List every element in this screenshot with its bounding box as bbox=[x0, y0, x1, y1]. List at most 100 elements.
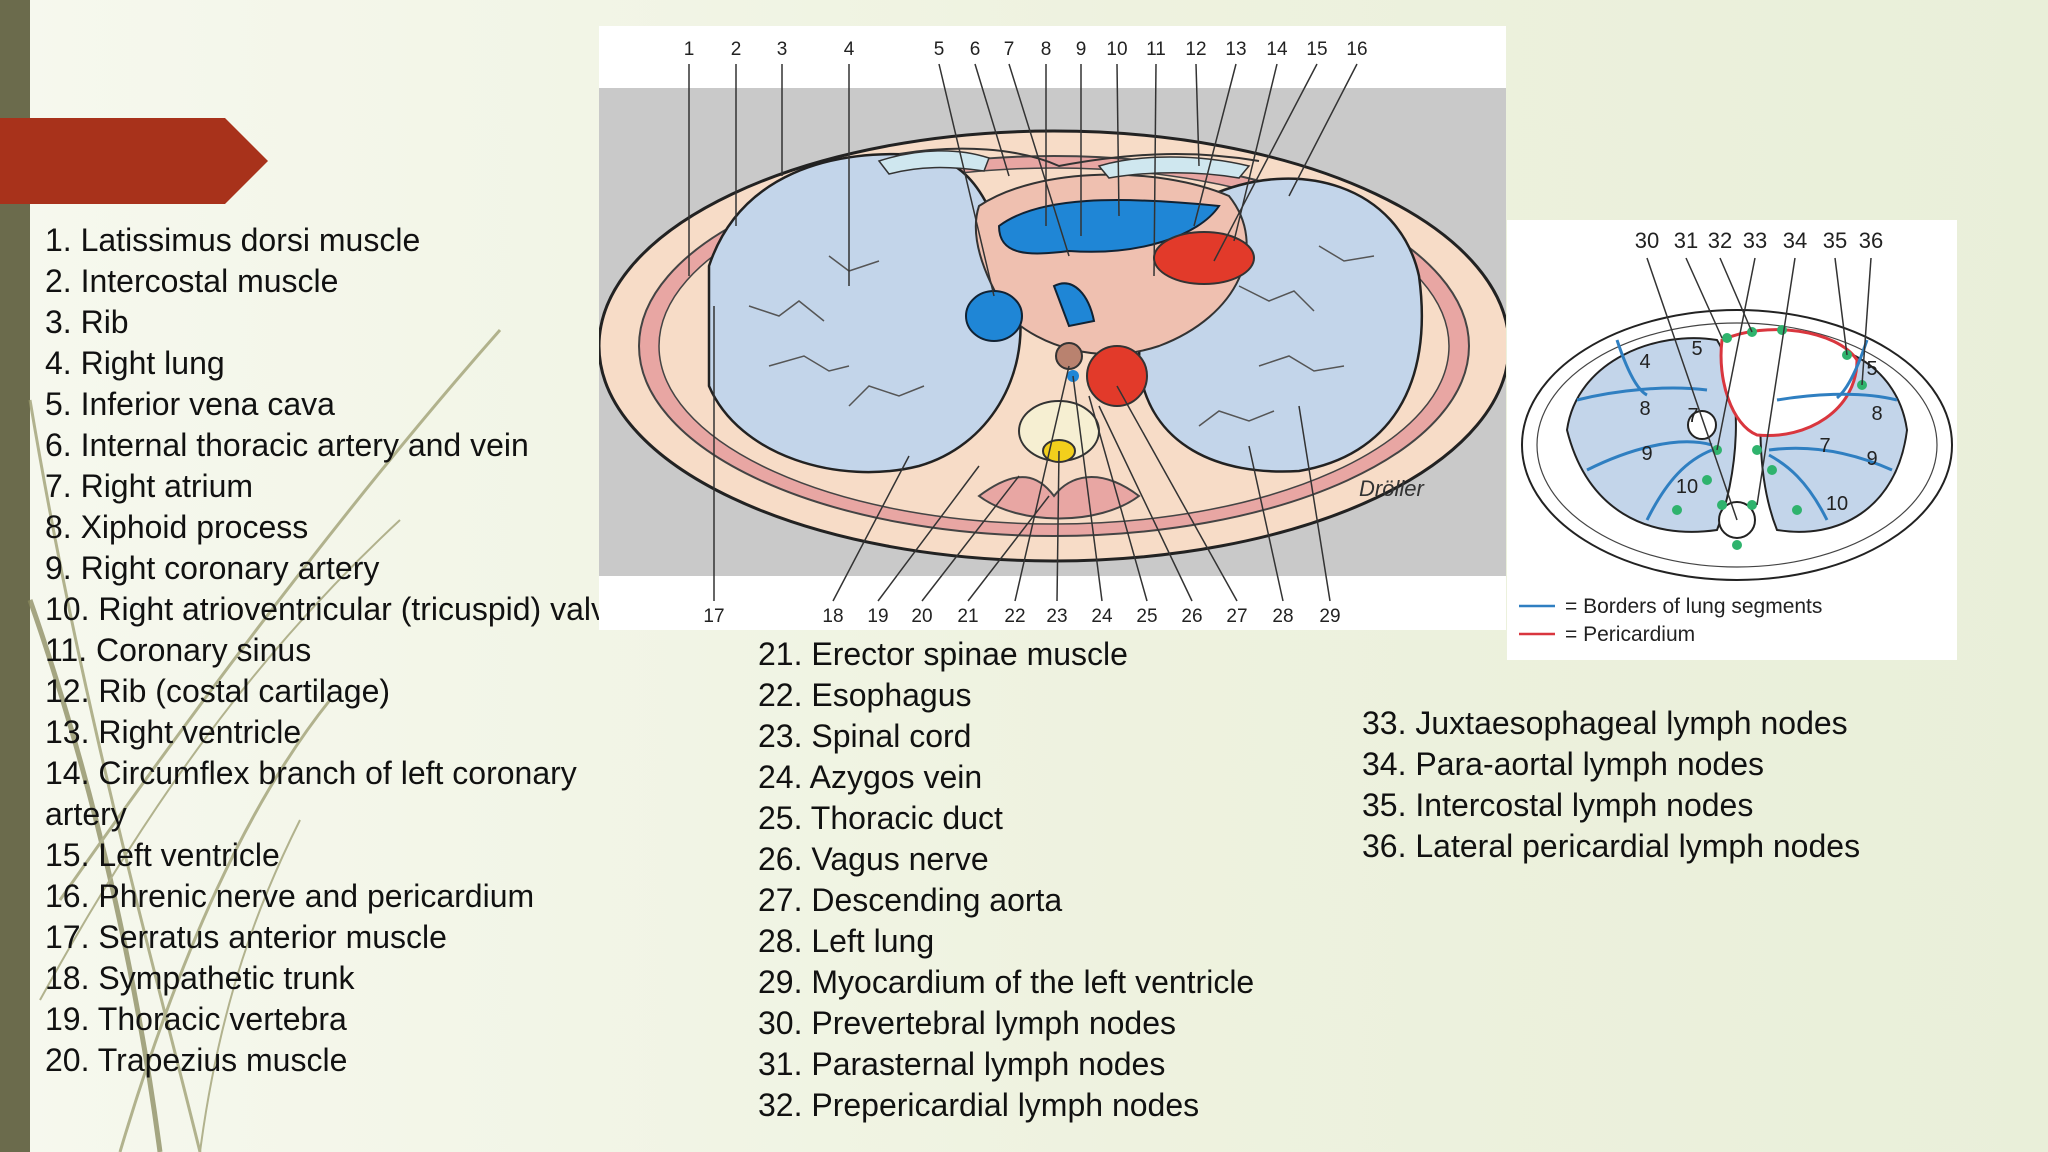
label-item: 5. Inferior vena cava bbox=[45, 386, 335, 422]
top-number-label: 13 bbox=[1225, 39, 1246, 60]
lymph-leader-line bbox=[1756, 257, 1796, 506]
decorative-grass-lines bbox=[27, 329, 502, 1152]
leader-line bbox=[1098, 405, 1193, 602]
label-item: 32. Prepericardial lymph nodes bbox=[758, 1087, 1200, 1123]
leader-line bbox=[1193, 63, 1237, 227]
label-item: 27. Descending aorta bbox=[758, 882, 1063, 918]
coronary-sinus bbox=[1052, 282, 1096, 328]
label-item: 26. Vagus nerve bbox=[758, 841, 989, 877]
lymph-leader-line bbox=[1685, 257, 1723, 339]
label-item: 19. Thoracic vertebra bbox=[45, 1001, 347, 1037]
leader-line bbox=[877, 465, 980, 602]
top-number-label: 16 bbox=[1346, 39, 1367, 60]
leader-line bbox=[1288, 63, 1358, 197]
pericardium-outline bbox=[1719, 328, 1859, 438]
lymph-top-number: 36 bbox=[1859, 228, 1883, 253]
bottom-number-label: 23 bbox=[1046, 606, 1067, 627]
leader-line bbox=[1195, 63, 1200, 167]
bottom-number-label: 28 bbox=[1272, 606, 1293, 627]
top-number-label: 7 bbox=[1004, 39, 1015, 60]
left-ventricle bbox=[1153, 231, 1255, 285]
leader-line bbox=[1116, 385, 1238, 602]
bottom-number-label: 29 bbox=[1319, 606, 1340, 627]
label-item: 30. Prevertebral lymph nodes bbox=[758, 1005, 1176, 1041]
leader-lines bbox=[688, 63, 1358, 602]
bottom-number-label: 17 bbox=[703, 606, 724, 627]
segment-number: 9 bbox=[1641, 443, 1652, 465]
leader-line bbox=[921, 475, 1020, 602]
segment-number: 10 bbox=[1676, 476, 1698, 498]
top-number-label: 5 bbox=[934, 39, 945, 60]
segment-number: 8 bbox=[1639, 398, 1650, 420]
lymph-top-number: 34 bbox=[1783, 228, 1807, 253]
label-item: 23. Spinal cord bbox=[758, 718, 972, 754]
top-number-label: 12 bbox=[1185, 39, 1206, 60]
segment-number: 4 bbox=[1639, 351, 1650, 373]
top-number-label: 10 bbox=[1106, 39, 1127, 60]
top-number-label: 3 bbox=[777, 39, 788, 60]
lymph-top-number: 31 bbox=[1674, 228, 1698, 253]
label-item: 29. Myocardium of the left ventricle bbox=[758, 964, 1255, 1000]
artist-signature: Dröller bbox=[1359, 476, 1425, 501]
bottom-number-label: 20 bbox=[911, 606, 932, 627]
lymph-top-number: 32 bbox=[1708, 228, 1732, 253]
leader-line bbox=[1248, 445, 1284, 602]
leader-line bbox=[1116, 63, 1120, 217]
segment-number: 5 bbox=[1691, 338, 1702, 360]
lymph-top-number: 30 bbox=[1635, 228, 1659, 253]
label-item: 1. Latissimus dorsi muscle bbox=[45, 222, 421, 258]
costal-cartilage-left bbox=[1097, 156, 1251, 179]
leader-line bbox=[1056, 450, 1060, 602]
label-item: 28. Left lung bbox=[758, 923, 935, 959]
top-number-label: 1 bbox=[684, 39, 695, 60]
top-number-label: 9 bbox=[1076, 39, 1087, 60]
lymph-leader-line bbox=[1834, 257, 1848, 356]
label-item: 16. Phrenic nerve and pericardium bbox=[45, 878, 535, 914]
lymph-leader-line bbox=[1719, 257, 1753, 333]
bottom-number-label: 22 bbox=[1004, 606, 1025, 627]
label-item: 12. Rib (costal cartilage) bbox=[45, 673, 391, 709]
label-item: 20. Trapezius muscle bbox=[45, 1042, 348, 1078]
leader-line bbox=[1072, 375, 1103, 602]
label-item: 9. Right coronary artery bbox=[45, 550, 380, 586]
label-item: 33. Juxtaesophageal lymph nodes bbox=[1362, 705, 1848, 741]
label-item: 8. Xiphoid process bbox=[45, 509, 309, 545]
label-item: 35. Intercostal lymph nodes bbox=[1362, 787, 1754, 823]
lymph-top-number: 35 bbox=[1823, 228, 1847, 253]
leader-line bbox=[1008, 63, 1070, 257]
segment-number: 10 bbox=[1826, 493, 1848, 515]
segment-number: 7 bbox=[1687, 405, 1698, 427]
label-item: 34. Para-aortal lymph nodes bbox=[1362, 746, 1764, 782]
leader-line bbox=[1298, 405, 1331, 602]
lymph-leader-line bbox=[1646, 257, 1738, 521]
label-item: 18. Sympathetic trunk bbox=[45, 960, 355, 996]
bottom-number-label: 27 bbox=[1226, 606, 1247, 627]
label-item: 14. Circumflex branch of left coronary a… bbox=[45, 755, 577, 832]
segment-number: 7 bbox=[1819, 435, 1830, 457]
label-item: 15. Left ventricle bbox=[45, 837, 280, 873]
segment-borders bbox=[1576, 339, 1898, 521]
segment-number: 9 bbox=[1866, 448, 1877, 470]
leader-line bbox=[1153, 63, 1157, 277]
lymph-leader-line bbox=[1716, 257, 1756, 451]
top-number-label: 15 bbox=[1306, 39, 1327, 60]
esophagus bbox=[1055, 342, 1083, 370]
bottom-number-label: 18 bbox=[822, 606, 843, 627]
label-item: 21. Erector spinae muscle bbox=[758, 636, 1128, 672]
top-number-label: 11 bbox=[1146, 39, 1166, 60]
top-number-label: 4 bbox=[844, 39, 855, 60]
bottom-number-label: 21 bbox=[957, 606, 978, 627]
label-item: 36. Lateral pericardial lymph nodes bbox=[1362, 828, 1861, 864]
label-list-1: 1. Latissimus dorsi muscle 2. Intercostal… bbox=[45, 220, 645, 1081]
legend-segments-text: = Borders of lung segments bbox=[1565, 595, 1822, 618]
label-item: 10. Right atrioventricular (tricuspid) v… bbox=[45, 591, 625, 627]
legend-pericardium-text: = Pericardium bbox=[1565, 623, 1695, 646]
top-number-label: 14 bbox=[1266, 39, 1288, 60]
label-item: 17. Serratus anterior muscle bbox=[45, 919, 447, 955]
title-accent-tab bbox=[0, 118, 268, 204]
label-item: 2. Intercostal muscle bbox=[45, 263, 339, 299]
label-item: 6. Internal thoracic artery and vein bbox=[45, 427, 529, 463]
label-item: 31. Parasternal lymph nodes bbox=[758, 1046, 1166, 1082]
